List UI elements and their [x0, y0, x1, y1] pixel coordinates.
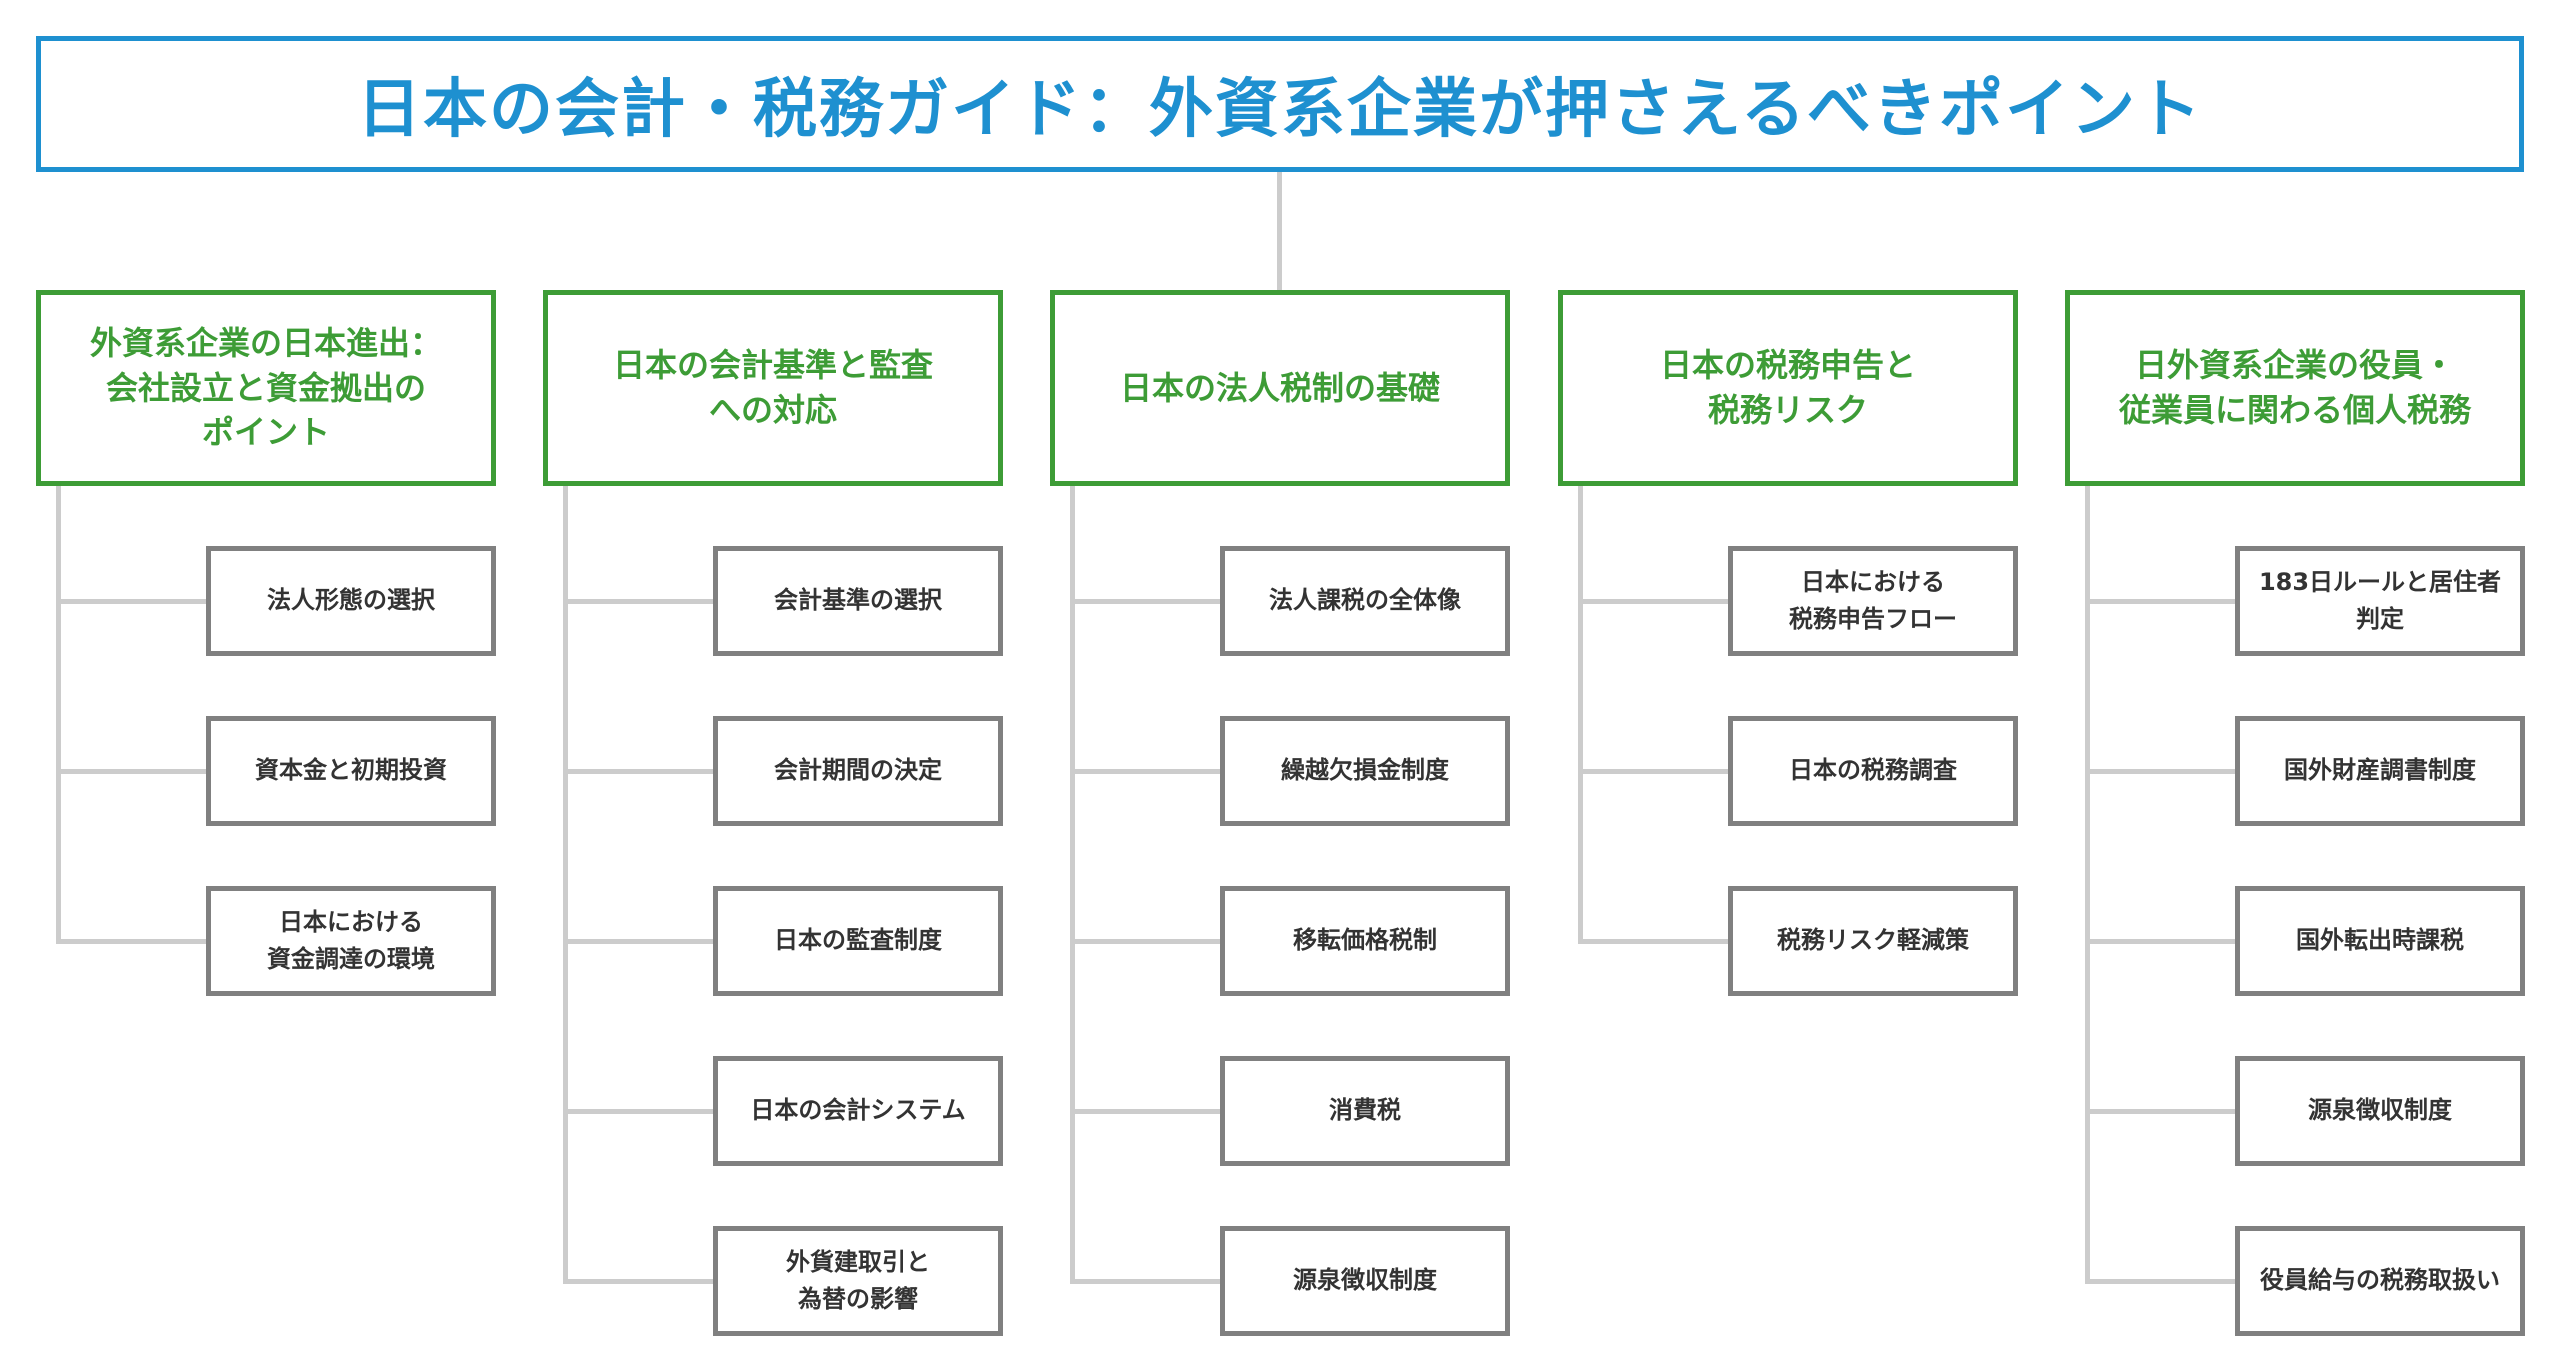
branch-line — [1070, 769, 1220, 774]
branch-line — [56, 939, 206, 944]
topic-box: 資本金と初期投資 — [206, 716, 496, 826]
topic-box: 日本における 税務申告フロー — [1728, 546, 2018, 656]
topic-box: 日本における 資金調達の環境 — [206, 886, 496, 996]
branch-line — [56, 769, 206, 774]
category-box-5: 日外資系企業の役員・ 従業員に関わる個人税務 — [2065, 290, 2525, 486]
topic-box: 法人形態の選択 — [206, 546, 496, 656]
topic-box: 日本の会計システム — [713, 1056, 1003, 1166]
topic-box: 国外財産調書制度 — [2235, 716, 2525, 826]
topic-box: 法人課税の全体像 — [1220, 546, 1510, 656]
branch-line — [1070, 599, 1220, 604]
topic-box: 税務リスク軽減策 — [1728, 886, 2018, 996]
topic-box: 源泉徴収制度 — [2235, 1056, 2525, 1166]
topic-box: 移転価格税制 — [1220, 886, 1510, 996]
branch-line — [1070, 939, 1220, 944]
branch-line — [2085, 1279, 2235, 1284]
topic-box: 繰越欠損金制度 — [1220, 716, 1510, 826]
branch-line — [2085, 599, 2235, 604]
branch-line — [1578, 769, 1728, 774]
branch-line — [563, 599, 713, 604]
topic-box: 会計期間の決定 — [713, 716, 1003, 826]
topic-box: 消費税 — [1220, 1056, 1510, 1166]
branch-line — [56, 599, 206, 604]
diagram-title: 日本の会計・税務ガイド：外資系企業が押さえるべきポイント — [36, 36, 2524, 172]
branch-line — [1578, 599, 1728, 604]
topic-box: 183日ルールと居住者 判定 — [2235, 546, 2525, 656]
category-box-2: 日本の会計基準と監査 への対応 — [543, 290, 1003, 486]
topic-box: 外貨建取引と 為替の影響 — [713, 1226, 1003, 1336]
category-trunk-line — [2085, 486, 2090, 1283]
topic-box: 源泉徴収制度 — [1220, 1226, 1510, 1336]
category-trunk-line — [1070, 486, 1075, 1283]
topic-box: 役員給与の税務取扱い — [2235, 1226, 2525, 1336]
branch-line — [2085, 939, 2235, 944]
branch-line — [563, 769, 713, 774]
category-box-1: 外資系企業の日本進出： 会社設立と資金拠出の ポイント — [36, 290, 496, 486]
category-trunk-line — [56, 486, 61, 943]
branch-line — [563, 939, 713, 944]
topic-box: 日本の税務調査 — [1728, 716, 2018, 826]
branch-line — [563, 1109, 713, 1114]
branch-line — [2085, 769, 2235, 774]
branch-line — [1070, 1109, 1220, 1114]
branch-line — [1070, 1279, 1220, 1284]
branch-line — [2085, 1109, 2235, 1114]
category-trunk-line — [1578, 486, 1583, 943]
category-box-4: 日本の税務申告と 税務リスク — [1558, 290, 2018, 486]
category-trunk-line — [563, 486, 568, 1283]
root-connector — [1277, 172, 1282, 290]
topic-box: 国外転出時課税 — [2235, 886, 2525, 996]
topic-box: 会計基準の選択 — [713, 546, 1003, 656]
branch-line — [563, 1279, 713, 1284]
topic-box: 日本の監査制度 — [713, 886, 1003, 996]
category-box-3: 日本の法人税制の基礎 — [1050, 290, 1510, 486]
branch-line — [1578, 939, 1728, 944]
